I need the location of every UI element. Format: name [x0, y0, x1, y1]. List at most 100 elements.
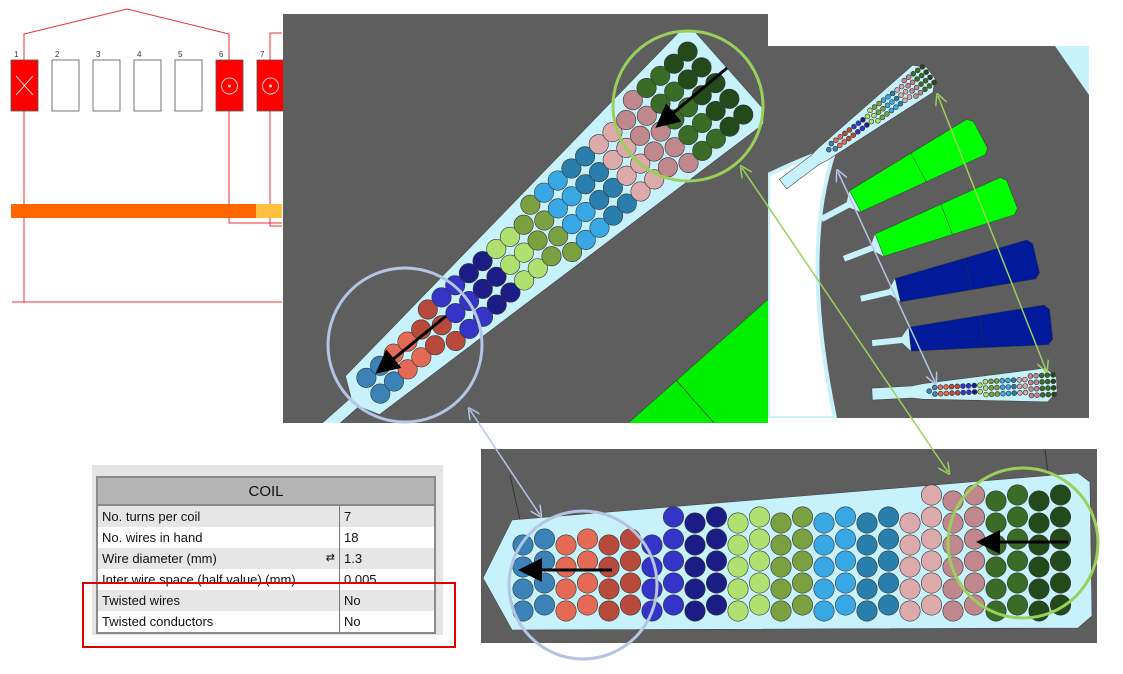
wire	[918, 81, 924, 87]
wire	[960, 389, 967, 396]
wire	[850, 132, 857, 138]
wire	[533, 550, 555, 572]
wire	[619, 572, 641, 594]
wire	[834, 594, 856, 616]
wire	[657, 157, 678, 178]
wire	[1006, 550, 1028, 572]
wire	[880, 97, 887, 103]
wire	[1006, 594, 1028, 616]
wire	[512, 556, 534, 578]
wire	[1050, 372, 1056, 378]
row-value[interactable]: No	[339, 590, 435, 611]
wire	[770, 556, 792, 578]
wire	[834, 506, 856, 528]
wire	[919, 64, 926, 70]
swap-arrows-icon[interactable]: ⇄	[325, 552, 335, 564]
wire	[846, 135, 852, 142]
row-label: Twisted wires	[97, 590, 340, 611]
wire	[905, 83, 911, 89]
wire	[791, 594, 813, 616]
wire	[884, 102, 891, 109]
wire	[856, 556, 878, 578]
wire	[1039, 379, 1045, 385]
wire	[533, 572, 555, 594]
wire	[598, 578, 620, 600]
wire	[884, 111, 890, 117]
wire	[899, 556, 921, 578]
wire	[926, 388, 932, 394]
wire	[963, 550, 985, 572]
row-value[interactable]: 1.3	[339, 548, 435, 569]
wire	[963, 594, 985, 616]
wire	[1017, 390, 1023, 396]
table-row[interactable]: ⇄Wire diameter (mm)1.3	[97, 548, 435, 569]
slot-zoom-panel	[283, 14, 768, 423]
wire	[513, 214, 534, 235]
wire	[920, 594, 942, 616]
wire	[1050, 484, 1072, 506]
wire	[985, 578, 1007, 600]
wire	[1045, 391, 1052, 398]
row-value[interactable]: 18	[339, 527, 435, 548]
wire	[576, 572, 598, 594]
row-value[interactable]: 7	[339, 505, 435, 527]
wire	[993, 378, 1000, 384]
slot-number: 2	[55, 50, 60, 59]
wire	[748, 572, 770, 594]
wire	[943, 384, 949, 390]
row-label: No. wires in hand	[97, 527, 340, 548]
wire	[837, 134, 844, 140]
wire	[1005, 384, 1012, 390]
row-value[interactable]: 0.005	[339, 569, 435, 590]
row-value[interactable]: No	[339, 611, 435, 633]
wire	[834, 572, 856, 594]
wire	[899, 600, 921, 622]
highlight-ring-blue	[507, 509, 659, 661]
wire	[677, 41, 698, 62]
wire	[876, 100, 882, 107]
wire	[856, 578, 878, 600]
wire	[879, 114, 886, 121]
wire	[555, 556, 577, 578]
wire	[555, 578, 577, 600]
wire	[937, 384, 944, 391]
wire	[913, 93, 919, 99]
wire	[1010, 377, 1017, 383]
wire	[598, 534, 620, 556]
wire	[770, 600, 792, 622]
wire	[705, 528, 727, 550]
wire	[897, 101, 904, 107]
wire	[909, 79, 916, 86]
wire	[949, 390, 955, 396]
slot-2	[51, 59, 80, 112]
wire	[705, 550, 727, 572]
wire	[791, 528, 813, 550]
wire	[985, 512, 1007, 534]
wire	[705, 572, 727, 594]
wire	[576, 550, 598, 572]
wire	[691, 57, 712, 78]
wire	[733, 104, 754, 125]
wire	[662, 572, 684, 594]
wire	[982, 385, 989, 391]
wire	[954, 383, 961, 390]
wire	[988, 391, 995, 398]
wire	[727, 600, 749, 622]
wire	[662, 506, 684, 528]
wire	[1050, 528, 1072, 550]
wire	[971, 382, 977, 389]
wire	[920, 572, 942, 594]
current-out-icon	[221, 77, 238, 95]
wire	[855, 120, 862, 126]
wire	[842, 130, 848, 137]
wire	[871, 112, 877, 119]
wire	[948, 383, 955, 390]
wire	[988, 385, 995, 391]
wire	[971, 389, 978, 395]
wire	[662, 550, 684, 572]
